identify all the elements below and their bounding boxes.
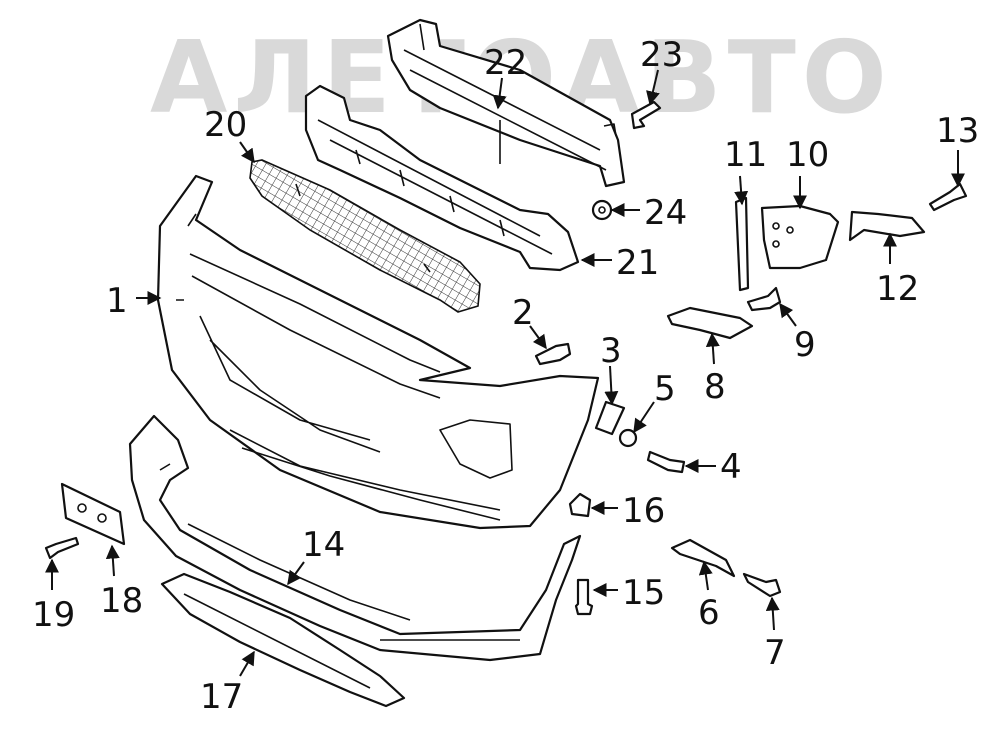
leader-23 xyxy=(646,69,660,106)
leader-14 xyxy=(287,561,305,586)
leader-11 xyxy=(734,175,749,206)
callout-24: 24 xyxy=(644,193,687,233)
part-18-plate-bracket xyxy=(60,482,126,546)
callout-19: 19 xyxy=(32,595,75,635)
part-2-screw xyxy=(534,342,572,366)
callout-20: 20 xyxy=(204,105,247,145)
leader-17 xyxy=(239,650,255,677)
callout-23: 23 xyxy=(640,35,683,75)
part-13-screw xyxy=(928,182,968,212)
leader-lines xyxy=(45,69,965,677)
callout-labels: 1 2 3 4 5 6 7 8 9 10 11 12 13 14 15 16 1… xyxy=(32,35,979,717)
callout-22: 22 xyxy=(484,43,527,83)
callout-15: 15 xyxy=(622,573,665,613)
part-17-skid-plate xyxy=(160,572,406,708)
part-6-bracket xyxy=(670,538,736,578)
callout-8: 8 xyxy=(704,367,726,407)
callout-2: 2 xyxy=(512,293,534,333)
leader-5 xyxy=(633,401,655,434)
part-24-nut xyxy=(591,199,613,221)
part-9-screw xyxy=(746,286,782,312)
leader-20 xyxy=(239,141,255,164)
part-12-bracket xyxy=(848,210,926,242)
part-20-lower-grille xyxy=(249,159,481,313)
callout-10: 10 xyxy=(786,135,829,175)
part-19-screw xyxy=(44,536,80,560)
part-15-bolt xyxy=(574,578,594,616)
part-21-energy-absorber xyxy=(304,84,580,272)
callout-11: 11 xyxy=(724,135,767,175)
callout-6: 6 xyxy=(698,593,720,633)
callout-16: 16 xyxy=(622,491,665,531)
part-14-lower-valance xyxy=(128,414,582,662)
callout-12: 12 xyxy=(876,269,919,309)
leader-6 xyxy=(698,560,713,591)
callout-9: 9 xyxy=(794,325,816,365)
part-4-bolt xyxy=(646,450,686,474)
part-8-bracket xyxy=(666,306,754,340)
callout-14: 14 xyxy=(302,525,345,565)
leader-22 xyxy=(492,77,507,110)
leader-9 xyxy=(779,302,797,327)
callout-21: 21 xyxy=(616,243,659,283)
leader-18 xyxy=(105,544,120,577)
callout-5: 5 xyxy=(654,369,676,409)
callout-18: 18 xyxy=(100,581,143,621)
part-7-screw xyxy=(742,572,782,598)
part-16-clip xyxy=(568,492,592,518)
part-3-seal xyxy=(594,400,626,436)
callout-4: 4 xyxy=(720,447,742,487)
leader-7 xyxy=(765,596,780,631)
callout-13: 13 xyxy=(936,111,979,151)
leader-3 xyxy=(604,365,619,406)
callout-1: 1 xyxy=(106,281,128,321)
part-10-side-bracket xyxy=(760,204,840,270)
part-5-nut xyxy=(618,428,638,448)
callout-17: 17 xyxy=(200,677,243,717)
leader-8 xyxy=(705,332,720,365)
leader-2 xyxy=(529,325,547,350)
callout-7: 7 xyxy=(764,633,786,673)
part-1-bumper-cover xyxy=(156,174,600,530)
callout-3: 3 xyxy=(600,331,622,371)
part-11-strip xyxy=(734,196,750,292)
